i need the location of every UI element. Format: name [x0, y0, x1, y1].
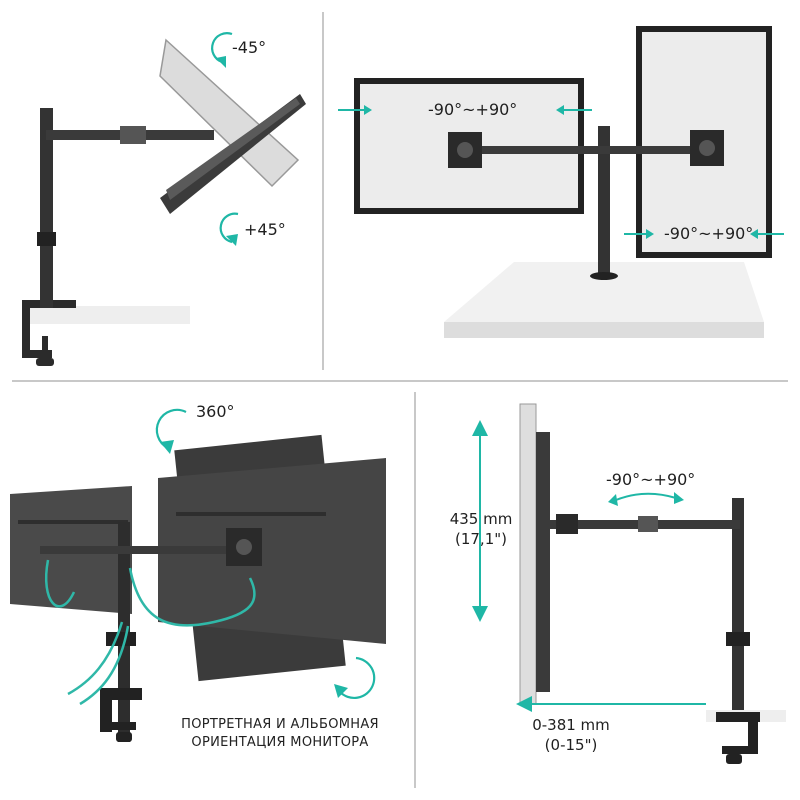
orientation-caption: ПОРТРЕТНАЯ И АЛЬБОМНАЯ ОРИЕНТАЦИЯ МОНИТО…: [160, 716, 400, 752]
dual-arm: [40, 546, 250, 554]
swivel-angle-right: -90°~+90°: [664, 224, 754, 243]
rotation-illustration: [10, 434, 386, 742]
pole: [40, 108, 53, 308]
swivel-illustration: [354, 26, 772, 338]
pole: [598, 126, 610, 276]
reach-mm: 0-381 mm: [532, 716, 610, 734]
pole: [732, 498, 744, 710]
dimensions-panel: -90°~+90° 435 mm (17,1") 0-381 mm (0-15"…: [416, 382, 800, 800]
tilt-illustration: [22, 38, 306, 366]
height-mm: 435 mm: [449, 510, 513, 528]
table-top: [444, 262, 764, 322]
vertical-divider-bottom: [414, 392, 416, 788]
monitor-side: [519, 403, 537, 705]
caption-line-2: ОРИЕНТАЦИЯ МОНИТОРА: [191, 735, 369, 750]
tilt-panel: -45° +45°: [0, 0, 322, 380]
tilt-angle-bottom: +45°: [244, 220, 286, 239]
cable: [44, 559, 76, 608]
horizontal-divider: [12, 380, 788, 382]
swivel-panel: -90°~+90° -90°~+90°: [324, 0, 800, 380]
desk-edge: [30, 306, 190, 324]
swivel-angle: -90°~+90°: [606, 470, 696, 489]
monitor-right: [158, 458, 386, 644]
reach-in: (0-15"): [544, 736, 598, 754]
monitor-tilt-up: [159, 38, 300, 188]
rotation-angle: 360°: [196, 402, 235, 421]
rotation-panel: 360° ПОРТРЕТНАЯ И АЛЬБОМНАЯ ОРИЕНТАЦИЯ М…: [0, 382, 414, 800]
swivel-angle-left: -90°~+90°: [428, 100, 518, 119]
vertical-divider-top: [322, 12, 324, 370]
caption-line-1: ПОРТРЕТНАЯ И АЛЬБОМНАЯ: [181, 717, 379, 732]
height-collar: [37, 232, 56, 246]
desk-clamp: [100, 688, 142, 742]
dimensions-illustration: [519, 403, 786, 764]
height-in: (17,1"): [454, 530, 507, 548]
dual-arm: [474, 146, 720, 154]
tilt-angle-top: -45°: [232, 38, 267, 57]
arm-joint: [120, 126, 146, 144]
desk-clamp: [716, 712, 760, 764]
